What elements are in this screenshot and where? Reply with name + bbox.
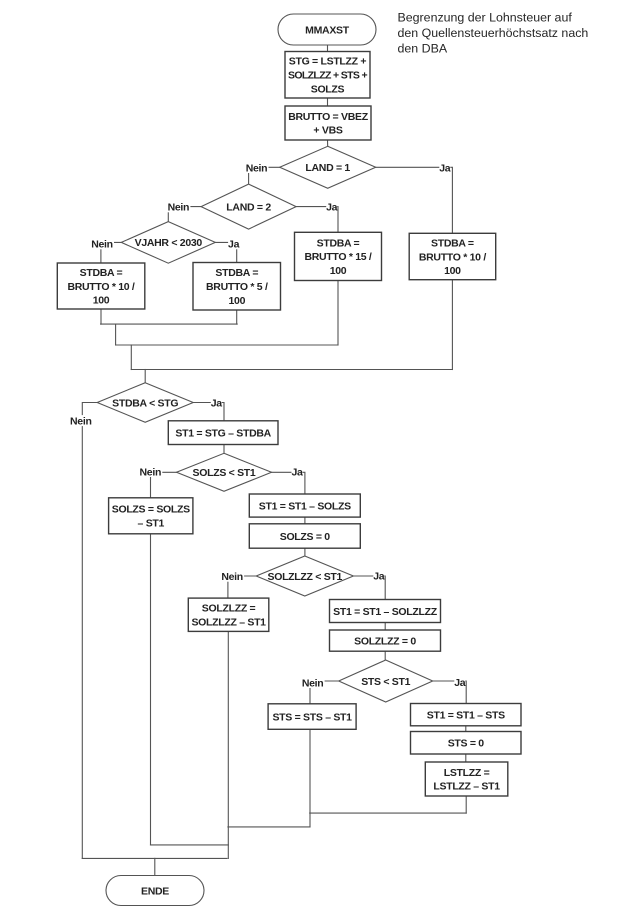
svg-text:Ja: Ja bbox=[291, 467, 303, 479]
svg-text:STG = LSTLZZ +: STG = LSTLZZ + bbox=[289, 56, 367, 68]
svg-text:VJAHR < 2030: VJAHR < 2030 bbox=[135, 237, 203, 249]
svg-text:STDBA =: STDBA = bbox=[317, 237, 360, 249]
svg-text:SOLZLZZ = 0: SOLZLZZ = 0 bbox=[354, 635, 416, 647]
svg-text:SOLZLZZ =: SOLZLZZ = bbox=[202, 603, 256, 615]
svg-text:ENDE: ENDE bbox=[141, 885, 169, 897]
svg-text:BRUTTO * 15 /: BRUTTO * 15 / bbox=[304, 251, 371, 263]
svg-text:Nein: Nein bbox=[140, 466, 162, 478]
svg-text:STDBA < STG: STDBA < STG bbox=[112, 397, 178, 409]
svg-text:SOLZLZZ < ST1: SOLZLZZ < ST1 bbox=[268, 571, 343, 583]
svg-text:BRUTTO = VBEZ: BRUTTO = VBEZ bbox=[288, 111, 369, 123]
svg-text:STS = STS – ST1: STS = STS – ST1 bbox=[272, 711, 352, 723]
svg-text:ST1 = ST1 – SOLZS: ST1 = ST1 – SOLZS bbox=[259, 500, 351, 512]
svg-text:LSTLZZ =: LSTLZZ = bbox=[444, 767, 490, 779]
svg-text:ST1 = STG – STDBA: ST1 = STG – STDBA bbox=[175, 427, 271, 439]
svg-text:100: 100 bbox=[93, 295, 110, 307]
svg-text:ST1 = ST1 – SOLZLZZ: ST1 = ST1 – SOLZLZZ bbox=[333, 606, 438, 618]
svg-text:SOLZS = SOLZS: SOLZS = SOLZS bbox=[112, 504, 190, 516]
svg-text:LAND = 2: LAND = 2 bbox=[226, 201, 271, 213]
svg-text:Ja: Ja bbox=[373, 571, 385, 583]
svg-text:Nein: Nein bbox=[168, 202, 190, 214]
svg-text:Ja: Ja bbox=[326, 202, 338, 214]
svg-text:Nein: Nein bbox=[70, 415, 92, 427]
svg-text:den Quellensteuerhöchstsatz na: den Quellensteuerhöchstsatz nach bbox=[398, 26, 589, 40]
svg-text:Ja: Ja bbox=[228, 239, 240, 251]
svg-text:BRUTTO * 5 /: BRUTTO * 5 / bbox=[206, 281, 268, 293]
svg-text:STDBA =: STDBA = bbox=[431, 238, 474, 250]
svg-text:ST1 = ST1 – STS: ST1 = ST1 – STS bbox=[427, 709, 505, 721]
svg-text:SOLZS: SOLZS bbox=[311, 83, 345, 95]
svg-text:100: 100 bbox=[228, 295, 245, 307]
svg-text:Nein: Nein bbox=[221, 571, 243, 583]
svg-text:LAND = 1: LAND = 1 bbox=[305, 162, 350, 174]
svg-text:SOLZS < ST1: SOLZS < ST1 bbox=[193, 467, 256, 479]
svg-text:Nein: Nein bbox=[91, 239, 113, 251]
svg-text:STS < ST1: STS < ST1 bbox=[361, 676, 410, 688]
svg-text:SOLZS = 0: SOLZS = 0 bbox=[280, 531, 331, 543]
svg-text:LSTLZZ – ST1: LSTLZZ – ST1 bbox=[433, 781, 500, 793]
svg-text:Ja: Ja bbox=[454, 677, 466, 689]
svg-text:Ja: Ja bbox=[211, 397, 223, 409]
svg-text:Begrenzung der Lohnsteuer auf: Begrenzung der Lohnsteuer auf bbox=[398, 11, 573, 25]
svg-text:100: 100 bbox=[444, 265, 461, 277]
svg-text:SOLZLZZ + STS +: SOLZLZZ + STS + bbox=[288, 70, 367, 82]
svg-text:Ja: Ja bbox=[439, 162, 451, 174]
svg-text:STDBA =: STDBA = bbox=[80, 267, 123, 279]
svg-text:den DBA: den DBA bbox=[398, 42, 448, 56]
svg-text:SOLZLZZ – ST1: SOLZLZZ – ST1 bbox=[191, 616, 266, 628]
svg-text:STS = 0: STS = 0 bbox=[448, 738, 485, 750]
svg-text:BRUTTO * 10 /: BRUTTO * 10 / bbox=[67, 281, 134, 293]
svg-text:MMAXST: MMAXST bbox=[305, 24, 350, 36]
svg-text:Nein: Nein bbox=[302, 677, 324, 689]
svg-text:+ VBS: + VBS bbox=[313, 125, 342, 137]
svg-text:BRUTTO * 10 /: BRUTTO * 10 / bbox=[419, 251, 486, 263]
svg-text:– ST1: – ST1 bbox=[138, 518, 165, 530]
svg-text:STDBA =: STDBA = bbox=[215, 267, 258, 279]
svg-text:Nein: Nein bbox=[246, 162, 268, 174]
svg-text:100: 100 bbox=[330, 265, 347, 277]
